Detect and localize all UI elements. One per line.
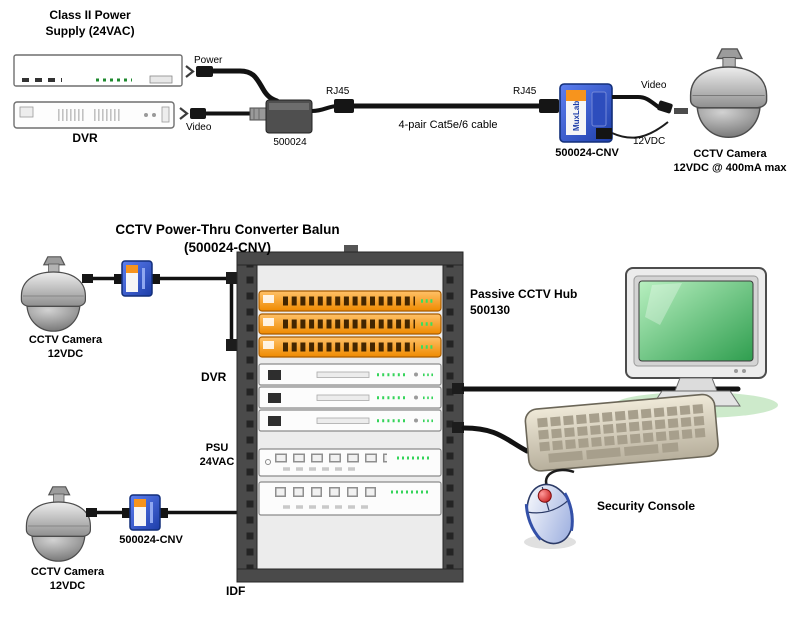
cctv-camera-left-bottom: [25, 486, 91, 562]
mouse-trackball: [537, 488, 552, 503]
dc-label: 12VDC: [633, 136, 666, 147]
rj45-plug-right: [539, 99, 559, 113]
video-plug: [190, 108, 206, 119]
rack-dvr-2: [257, 385, 443, 410]
camera-a-label: CCTV Camera 12VDC: [28, 334, 103, 361]
video-arrow-icon: [179, 107, 189, 120]
video-in-label: Video: [186, 122, 212, 133]
console-label: Security Console: [597, 499, 696, 513]
cctv-hub-unit-2: [259, 314, 441, 334]
rack-inlet-b: [226, 339, 237, 351]
camera-b-label: CCTV Camera 12VDC: [30, 566, 105, 593]
cctv-camera-left-top: [20, 256, 86, 332]
rack-bottom-bar: [236, 568, 464, 583]
psu-unit-1: [258, 448, 442, 477]
monitor: [614, 267, 778, 418]
rack-rail-left: [236, 251, 258, 583]
rack-psu-label: PSU 24VAC: [199, 442, 235, 469]
camera-b-plug: [86, 508, 97, 517]
power-supply-label: Class II Power Supply (24VAC): [45, 8, 135, 38]
power-arrow-icon: [185, 65, 195, 78]
rj45-label-right: RJ45: [513, 86, 537, 97]
rack-top-lug: [344, 245, 358, 254]
video-out-cable: [612, 95, 662, 110]
power-supply-unit: [13, 54, 183, 87]
cctv-hub-unit-1: [259, 291, 441, 311]
power-plug: [196, 66, 213, 77]
power-label: Power: [194, 55, 223, 66]
video-out-plug: [657, 100, 673, 114]
rack-top-bar: [236, 251, 464, 266]
camera-jack: [674, 108, 688, 114]
dvr-unit-top: [13, 101, 175, 129]
rj45-plug-left: [334, 99, 354, 113]
rack-inlet-a: [226, 272, 237, 284]
dc-wire: [611, 121, 669, 139]
rack-dvr-label: DVR: [201, 370, 227, 384]
converter-b: [120, 493, 170, 532]
rack-outlet-b: [452, 422, 464, 433]
hub-label: Passive CCTV Hub 500130: [470, 287, 578, 317]
converter-label-top: 500024-CNV: [555, 147, 619, 159]
balun-label: 500024: [273, 137, 307, 148]
keyboard: [524, 393, 719, 472]
rack-idf-label: IDF: [226, 584, 246, 598]
psu-unit-2: [258, 481, 442, 516]
rack-dvr-1: [257, 362, 443, 387]
keyboard-cable: [461, 425, 530, 454]
converter-device-top: MuxLab: [559, 83, 613, 143]
equipment-rack: [236, 245, 464, 583]
mouse: [524, 468, 576, 549]
brand-text: MuxLab: [572, 101, 581, 131]
camera-a-plug: [82, 274, 93, 283]
dvr-label-top: DVR: [72, 131, 98, 145]
camera-label-top: CCTV Camera 12VDC @ 400mA max: [673, 148, 787, 175]
rj45-label-left: RJ45: [326, 86, 350, 97]
cctv-hub-unit-3: [259, 337, 441, 357]
converter-a: [112, 259, 162, 298]
power-cable: [210, 68, 280, 104]
converter-b-label: 500024-CNV: [119, 534, 183, 546]
monitor-screen: [638, 280, 754, 362]
bottom-title: CCTV Power-Thru Converter Balun (500024-…: [115, 222, 340, 255]
rack-dvr-3: [257, 408, 443, 433]
cctv-camera-top: [689, 48, 768, 139]
rack-outlet-a: [452, 383, 464, 394]
rack-rail-right: [442, 251, 464, 583]
cat5-cable-label: 4-pair Cat5e/6 cable: [398, 119, 498, 131]
balun-500024: [249, 99, 313, 134]
video-out-label: Video: [641, 80, 667, 91]
